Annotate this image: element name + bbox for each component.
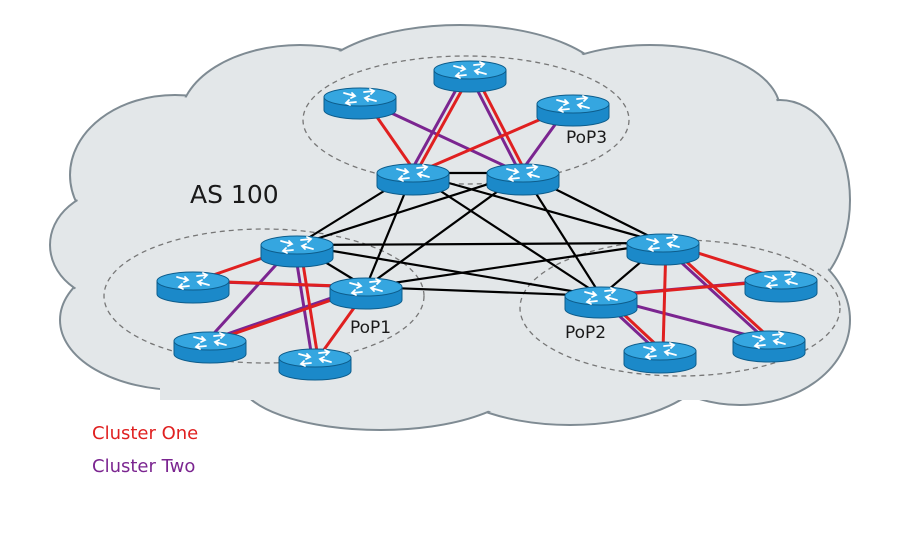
legend-cluster-one: Cluster One (92, 423, 199, 444)
core-link (412, 171, 664, 245)
router-icon (626, 233, 700, 266)
router-icon (323, 87, 397, 120)
router-icon (278, 348, 352, 381)
router-icon (486, 163, 560, 196)
core-link (412, 172, 602, 297)
pop1-label: PoP1 (350, 318, 392, 338)
pop1-boundary (103, 228, 425, 364)
routers (156, 60, 818, 381)
router-icon (732, 330, 806, 363)
router-icon (623, 341, 697, 374)
core-link (365, 241, 664, 289)
core-link (296, 171, 524, 247)
core-link (296, 243, 602, 298)
core-link (365, 285, 602, 298)
pop3-boundary (302, 55, 630, 185)
router-icon (329, 277, 403, 310)
core-link (296, 241, 664, 247)
router-icon (376, 163, 450, 196)
router-icon (536, 94, 610, 127)
router-icon (156, 271, 230, 304)
router-icon (744, 270, 818, 303)
as-label: AS 100 (190, 180, 279, 209)
router-icon (564, 286, 638, 319)
router-icon (433, 60, 507, 93)
router-icon (173, 331, 247, 364)
pop2-label: PoP2 (565, 323, 607, 343)
pop3-label: PoP3 (566, 128, 608, 148)
legend-cluster-two: Cluster Two (92, 456, 196, 477)
router-icon (260, 235, 334, 268)
